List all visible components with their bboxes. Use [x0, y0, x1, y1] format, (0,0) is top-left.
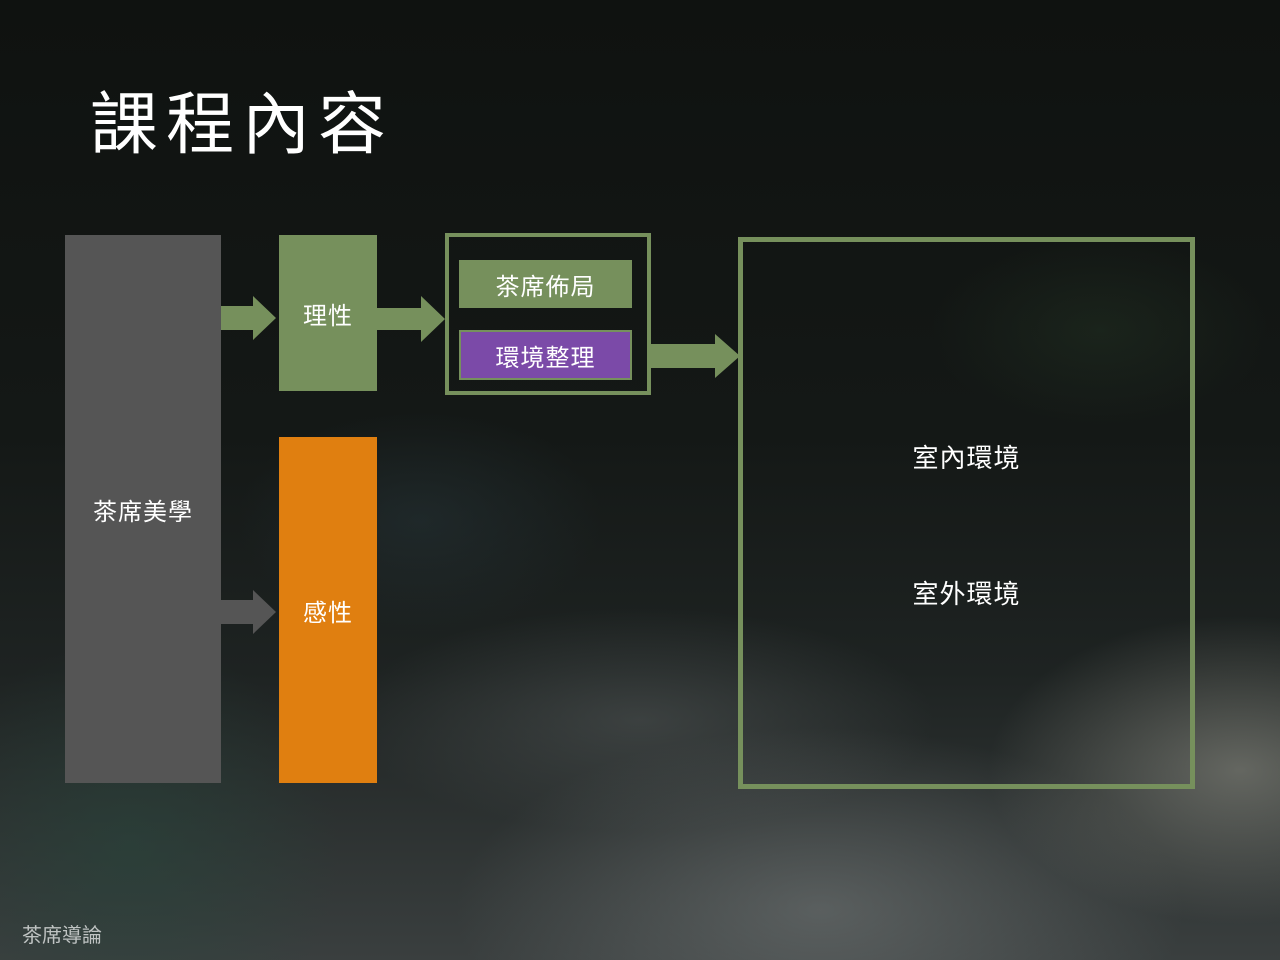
- environment-frame: [738, 237, 1195, 789]
- arrow-root-to-rational: [221, 296, 276, 340]
- rational-block: 理性: [279, 235, 377, 391]
- root-label: 茶席美學: [93, 497, 193, 526]
- rational-items-frame: [445, 233, 651, 395]
- arrow-items-to-environment: [651, 334, 740, 378]
- arrow-rational-to-items: [377, 296, 445, 342]
- indoor-environment-label: 室內環境: [912, 444, 1021, 474]
- emotional-block: 感性: [279, 437, 377, 783]
- chip-environment-arrangement-label: 環境整理: [495, 343, 596, 372]
- rational-label: 理性: [303, 301, 353, 330]
- chip-tea-layout-label: 茶席佈局: [495, 272, 596, 301]
- slide-title: 課程內容: [90, 86, 395, 165]
- emotional-label: 感性: [303, 598, 353, 627]
- chip-environment-arrangement: 環境整理: [459, 330, 632, 380]
- arrow-root-to-emotional: [221, 590, 276, 634]
- footer-label: 茶席導論: [22, 923, 102, 947]
- chip-tea-layout: 茶席佈局: [459, 260, 632, 308]
- outdoor-environment-label: 室外環境: [912, 580, 1021, 610]
- root-block: 茶席美學: [65, 235, 221, 783]
